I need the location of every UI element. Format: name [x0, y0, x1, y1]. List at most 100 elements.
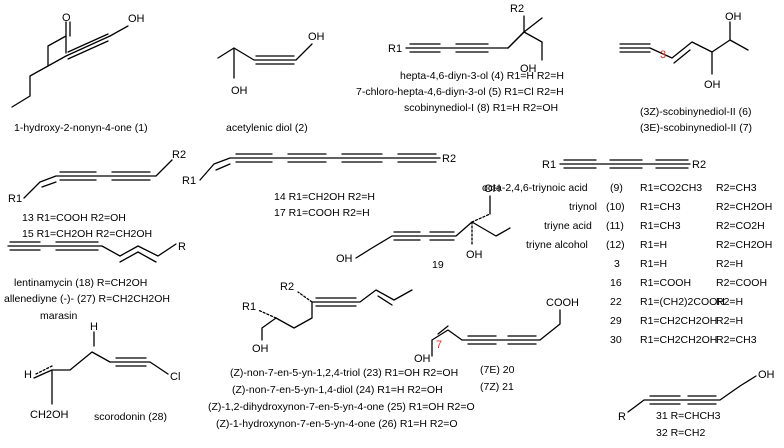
- triyne-row-r2: R2=H: [716, 296, 743, 308]
- triyne-row-name: octa-2,4,6-triynoic acid: [482, 182, 588, 194]
- triyne-row-r1: R1=CH2CH2OH: [640, 334, 717, 346]
- triyne-row-name: triyne acid: [544, 220, 592, 232]
- compound-5-label: 7-chloro-hepta-4,6-diyn-3-ol (5) R1=Cl R…: [356, 86, 564, 98]
- triyne-row-name: triynol: [569, 201, 597, 213]
- atom-hydroxyl: OH: [758, 369, 775, 381]
- structure-compounds-31-32: R OH: [618, 369, 775, 423]
- compound-27-label: allenediyne (-)- (27) R=CH2CH2OH: [4, 293, 170, 305]
- atom-hydroxyl: OH: [484, 183, 501, 195]
- compound-17-label: 17 R1=COOH R2=H: [274, 207, 370, 219]
- compound-32-label: 32 R=CH2: [656, 427, 705, 439]
- triyne-row-r2: R2=H: [716, 258, 743, 270]
- triyne-row-number: 22: [610, 296, 622, 308]
- triyne-row-number: (12): [606, 239, 625, 251]
- atom-hydroxyl: OH: [336, 253, 353, 265]
- triyne-row-r2: R2=CH2OH: [716, 239, 772, 251]
- atom-r: R: [618, 411, 626, 423]
- atom-hydroxyl: OH: [128, 13, 145, 25]
- atom-r1: R1: [8, 193, 22, 205]
- compound-1-label: 1-hydroxy-2-nonyn-4-one (1): [14, 122, 148, 134]
- structure-compounds-4-5-8: R1 R2 OH: [388, 3, 543, 75]
- triyne-row-r2: R2=CH2OH: [716, 201, 772, 213]
- compound-21-label: (7Z) 21: [480, 381, 514, 393]
- triyne-row-r2: R2=CO2H: [716, 220, 765, 232]
- triyne-row-r2: R2=COOH: [716, 277, 767, 289]
- triyne-row-number: 29: [610, 315, 622, 327]
- atom-hydroxyl: OH: [414, 353, 431, 365]
- triyne-row-r1: R1=CO2CH3: [640, 182, 702, 194]
- structure-compounds-20-21: OH 7 COOH: [414, 297, 579, 365]
- compound-23-label: (Z)-non-7-en-5-yn-1,2,4-triol (23) R1=OH…: [230, 367, 458, 379]
- atom-r2: R2: [442, 153, 456, 165]
- structure-compound-1: O OH: [11, 12, 145, 108]
- compound-24-label: (Z)-non-7-en-5-yn-1,4-diol (24) R1=H R2=…: [232, 384, 443, 396]
- structure-compounds-6-7: 3 OH OH: [619, 11, 749, 91]
- atom-r1: R1: [388, 43, 402, 55]
- structure-compound-19: OH OH OH: [336, 183, 511, 265]
- triyne-row-r1: R1=CH3: [640, 201, 681, 213]
- compound-20-label: (7E) 20: [480, 364, 515, 376]
- triyne-row-r2: R2=CH3: [716, 182, 757, 194]
- atom-hydroxyl: OH: [231, 85, 248, 97]
- structure-compounds-14-17: R1 R2: [182, 153, 456, 187]
- atom-locant-3: 3: [660, 49, 666, 61]
- structure-triyne-core: R1 R2: [542, 159, 706, 171]
- atom-hydroxyl: OH: [308, 31, 325, 43]
- atom-hydroxyl: OH: [466, 249, 483, 261]
- triyne-row-r1: R1=H: [640, 258, 667, 270]
- triyne-row-number: 16: [610, 277, 622, 289]
- compound-13-label: 13 R1=COOH R2=OH: [22, 212, 126, 224]
- triyne-row-number: 30: [610, 334, 622, 346]
- compound-2-label: acetylenic diol (2): [226, 122, 308, 134]
- triyne-table: octa-2,4,6-triynoic acid (9) R1=CO2CH3 R…: [482, 182, 772, 346]
- triyne-row-number: 3: [614, 258, 620, 270]
- atom-r: R: [178, 241, 186, 253]
- atom-hydroxyl: OH: [725, 11, 742, 23]
- compound-26-label: (Z)-1-hydroxynon-7-en-5-yn-4-one (26) R1…: [216, 418, 458, 430]
- triyne-row-r2: R2=CH3: [716, 334, 757, 346]
- atom-r2: R2: [510, 3, 524, 15]
- atom-oxygen: O: [62, 12, 71, 24]
- atom-r2: R2: [692, 159, 706, 171]
- atom-hydrogen: H: [90, 321, 98, 333]
- marasin-label: marasin: [40, 310, 78, 322]
- compound-28-label: scorodonin (28): [94, 411, 167, 423]
- compound-25-label: (Z)-1,2-dihydroxynon-7-en-5-yn-4-one (25…: [208, 401, 475, 413]
- atom-r1: R1: [542, 159, 556, 171]
- compound-6-label: (3Z)-scobinynediol-II (6): [640, 106, 751, 118]
- triyne-row-number: (10): [606, 201, 625, 213]
- compound-14-label: 14 R1=CH2OH R2=H: [274, 191, 375, 203]
- compound-19-label: 19: [432, 259, 444, 271]
- structure-compounds-18-27: R: [7, 241, 186, 263]
- triyne-row-r1: R1=CH3: [640, 220, 681, 232]
- compound-7-label: (3E)-scobinynediol-II (7): [640, 122, 752, 134]
- atom-r1: R1: [242, 301, 256, 313]
- atom-hydroxyl: OH: [252, 343, 269, 355]
- compound-4-label: hepta-4,6-diyn-3-ol (4) R1=H R2=H: [400, 70, 564, 82]
- triyne-row-r1: R1=H: [640, 239, 667, 251]
- atom-r2: R2: [280, 281, 294, 293]
- compound-31-label: 31 R=CHCH3: [656, 410, 721, 422]
- atom-hydroxyl: OH: [704, 79, 721, 91]
- triyne-row-name: triyne alcohol: [526, 239, 588, 251]
- atom-carboxyl: COOH: [546, 297, 579, 309]
- triyne-row-r1: R1=(CH2)2COOH: [640, 296, 725, 308]
- compound-15-label: 15 R1=CH2OH R2=CH2OH: [22, 228, 152, 240]
- compound-8-label: scobinynediol-I (8) R1=H R2=OH: [404, 102, 558, 114]
- triyne-row-r2: R2=H: [716, 315, 743, 327]
- atom-hydrogen: H: [24, 369, 32, 381]
- compound-18-label: lentinamycin (18) R=CH2OH: [14, 277, 147, 289]
- atom-r2: R2: [172, 149, 186, 161]
- triyne-row-r1: R1=COOH: [640, 277, 691, 289]
- atom-hydroxymethyl: CH2OH: [30, 409, 69, 421]
- triyne-row-r1: R1=CH2CH2OH: [640, 315, 717, 327]
- atom-hydroxyl: OH: [520, 63, 537, 75]
- atom-locant-7: 7: [436, 339, 442, 351]
- atom-chlorine: Cl: [170, 371, 180, 383]
- atom-r1: R1: [182, 175, 196, 187]
- structure-compound-28: H H CH2OH Cl: [24, 321, 180, 421]
- structure-compounds-23-26: OH R1 R2: [242, 281, 413, 355]
- triyne-row-number: (11): [606, 220, 624, 232]
- structure-compound-2: OH OH: [217, 31, 325, 97]
